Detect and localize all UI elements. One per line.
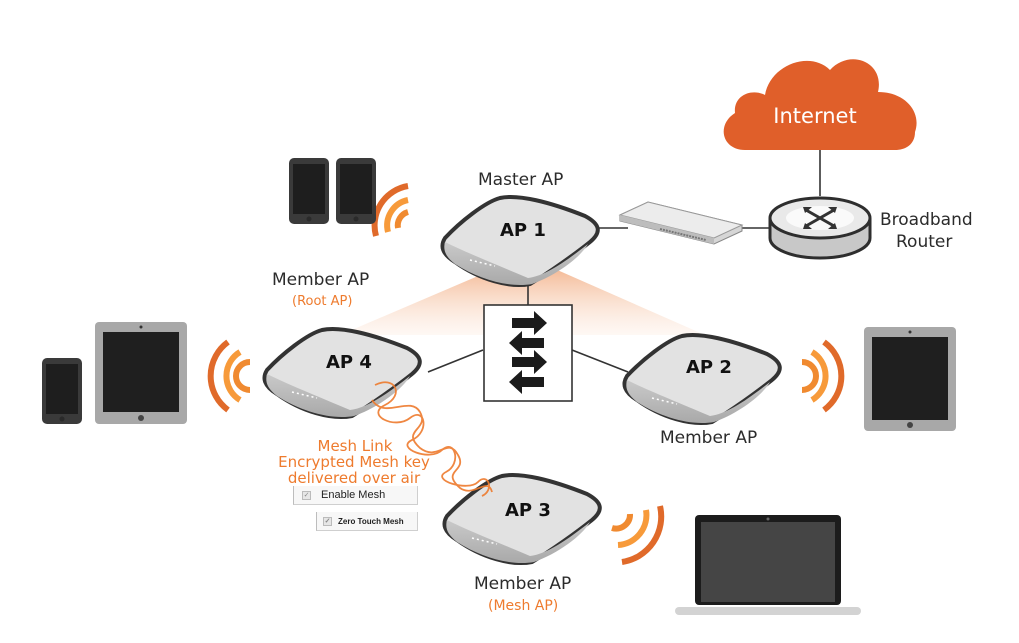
ap4-role-label: Member AP: [272, 270, 370, 290]
tablet-icon[interactable]: [95, 322, 187, 424]
router-label-line2: Router: [896, 232, 953, 252]
laptop-icon[interactable]: [675, 515, 861, 615]
checkbox-checked-icon[interactable]: ✓: [302, 490, 311, 500]
ap3-subrole-label: (Mesh AP): [488, 598, 559, 614]
zero-touch-mesh-label: Zero Touch Mesh: [338, 516, 404, 526]
ap3-label: AP 3: [505, 500, 551, 521]
wifi-waves-ap3: [611, 505, 665, 565]
access-point-ap1-icon[interactable]: [440, 194, 600, 287]
network-switch-icon[interactable]: [618, 201, 744, 245]
smartphone-icon[interactable]: [289, 158, 329, 224]
ap2-role-label: Member AP: [660, 428, 758, 448]
access-point-ap2-icon[interactable]: [622, 332, 782, 425]
smartphone-icon[interactable]: [336, 158, 376, 224]
wifi-waves-ap4: [207, 339, 251, 413]
broadband-router-icon[interactable]: [768, 196, 872, 260]
zero-touch-mesh-checkbox[interactable]: ✓ Zero Touch Mesh: [316, 512, 418, 531]
tablet-icon[interactable]: [864, 327, 956, 431]
coverage-beam: [340, 258, 705, 335]
smartphone-icon[interactable]: [42, 358, 82, 424]
ap4-label: AP 4: [326, 352, 372, 373]
link-hub-ap4: [427, 349, 484, 373]
wifi-waves-ap1: [371, 183, 410, 237]
router-label-line1: Broadband: [880, 210, 973, 230]
mesh-link-desc2: delivered over air: [287, 469, 421, 487]
enable-mesh-checkbox[interactable]: ✓ Enable Mesh: [293, 486, 418, 505]
ap2-label: AP 2: [686, 357, 732, 378]
enable-mesh-label: Enable Mesh: [321, 489, 386, 501]
mesh-link-wave: [371, 381, 493, 497]
link-hub-ap2: [571, 349, 629, 373]
bidirectional-arrows-icon[interactable]: [483, 304, 573, 402]
ap3-role-label: Member AP: [474, 574, 572, 594]
mesh-link-desc1: Encrypted Mesh key: [278, 453, 430, 471]
ap1-role-label: Master AP: [478, 170, 564, 190]
wifi-waves-ap2: [801, 339, 845, 413]
access-point-ap3-icon[interactable]: [442, 472, 602, 565]
mesh-link-title: Mesh Link: [317, 437, 393, 455]
internet-label: Internet: [773, 104, 857, 128]
checkbox-checked-icon[interactable]: ✓: [323, 516, 332, 526]
access-point-ap4-icon[interactable]: [262, 326, 422, 419]
ap1-label: AP 1: [500, 220, 546, 241]
ap4-subrole-label: (Root AP): [292, 294, 353, 309]
internet-cloud-icon[interactable]: [723, 59, 917, 150]
